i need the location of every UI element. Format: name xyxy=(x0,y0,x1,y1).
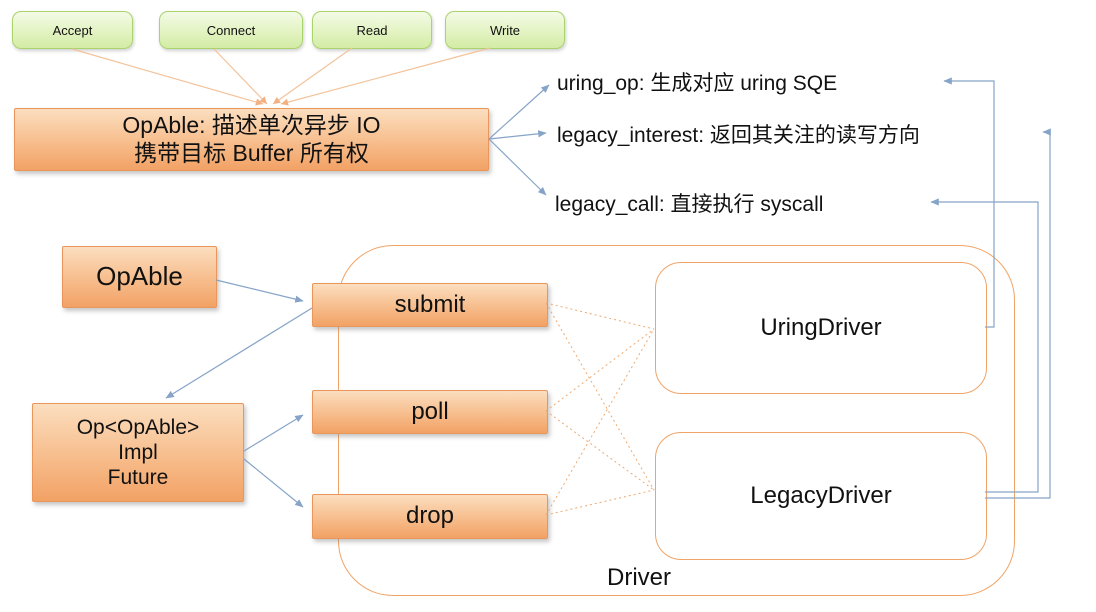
op-box-connect-label: Connect xyxy=(206,22,256,38)
line-connect-to-opable xyxy=(213,48,268,105)
submit-box: submit xyxy=(312,283,548,327)
op-impl-future-box: Op<OpAble> Impl Future xyxy=(32,403,244,502)
op-impl-line1: Op<OpAble> xyxy=(76,415,200,439)
op-box-write-label: Write xyxy=(489,22,521,38)
drop-box-label: drop xyxy=(405,502,455,530)
op-box-accept: Accept xyxy=(12,11,133,49)
op-box-read-label: Read xyxy=(356,22,388,38)
drop-box: drop xyxy=(312,494,548,539)
opable-description-box: OpAble: 描述单次异步 IO 携带目标 Buffer 所有权 xyxy=(14,108,489,171)
opable-box-label: OpAble xyxy=(96,261,183,292)
driver-container-label: Driver xyxy=(607,564,671,591)
line-op-impl-to-poll xyxy=(243,414,304,452)
line-opable-to-uring-op xyxy=(488,84,550,140)
op-box-read: Read xyxy=(312,11,432,49)
op-impl-line3: Future xyxy=(107,466,169,490)
line-read-to-opable xyxy=(272,47,353,105)
line-write-to-opable xyxy=(280,47,491,106)
line-submit-to-op-impl xyxy=(165,307,313,399)
line-op-impl-to-drop xyxy=(243,458,304,508)
op-impl-line2: Impl xyxy=(118,440,158,464)
op-box-accept-label: Accept xyxy=(52,22,93,38)
line-opable-to-legacy-interest xyxy=(488,130,547,140)
line-accept-to-opable xyxy=(71,48,264,106)
poll-box-label: poll xyxy=(411,397,449,425)
legacy-driver-label: LegacyDriver xyxy=(750,482,892,509)
legacy-driver-box: LegacyDriver xyxy=(655,432,987,560)
line-opable-to-legacy-call xyxy=(488,138,547,196)
method-text-legacy-interest: legacy_interest: 返回其关注的读写方向 xyxy=(557,124,920,147)
poll-box: poll xyxy=(312,390,548,434)
method-text-legacy-call: legacy_call: 直接执行 syscall xyxy=(555,193,824,216)
opable-description-line1: OpAble: 描述单次异步 IO xyxy=(122,111,381,138)
op-box-connect: Connect xyxy=(159,11,303,49)
op-box-write: Write xyxy=(445,11,565,49)
uring-driver-box: UringDriver xyxy=(655,262,987,394)
opable-description-line2: 携带目标 Buffer 所有权 xyxy=(134,139,369,166)
method-text-uring-op: uring_op: 生成对应 uring SQE xyxy=(557,72,838,95)
submit-box-label: submit xyxy=(394,290,466,318)
opable-box: OpAble xyxy=(62,246,217,308)
uring-driver-label: UringDriver xyxy=(760,314,882,341)
line-opable-to-submit xyxy=(215,279,304,303)
